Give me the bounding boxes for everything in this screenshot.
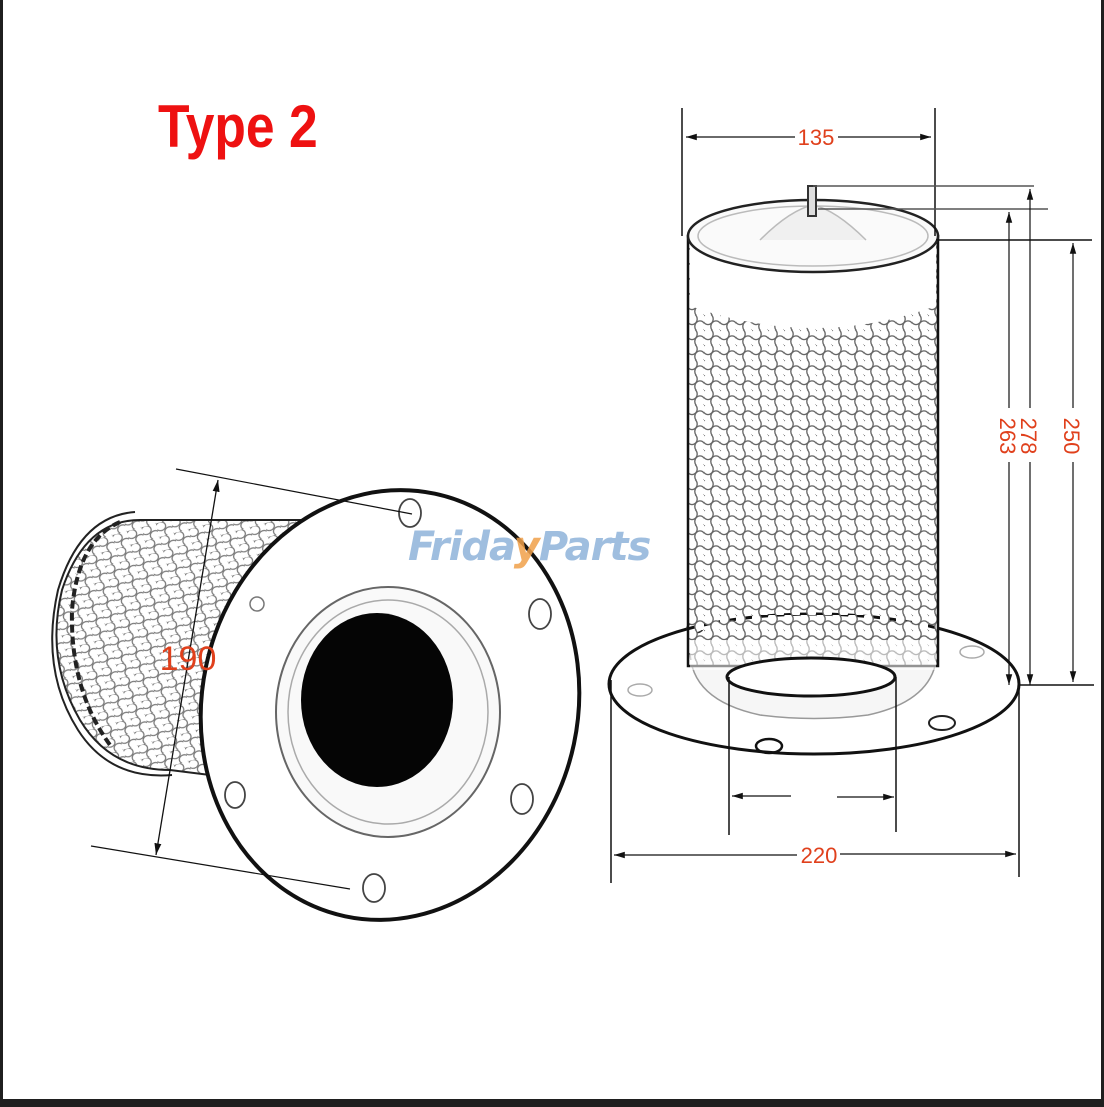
dim-height-overall: 278 (1016, 418, 1041, 455)
dim-flange-diameter-left: 190 (160, 640, 217, 678)
technical-drawing: 135 263 278 250 2 (51, 108, 1094, 922)
type-title: Type 2 (158, 93, 318, 160)
diagram-canvas: Type 2 (3, 0, 1101, 1099)
right-filter-view: 135 263 278 250 2 (607, 108, 1094, 883)
watermark-logo: FridayParts (408, 524, 651, 570)
left-filter-view: 190 (51, 468, 582, 922)
dim-flange-diameter-right: 220 (801, 843, 838, 868)
dim-height-body: 250 (1059, 418, 1084, 455)
dim-height-top-cap: 263 (995, 418, 1020, 455)
dim-body-diameter: 135 (798, 125, 835, 150)
